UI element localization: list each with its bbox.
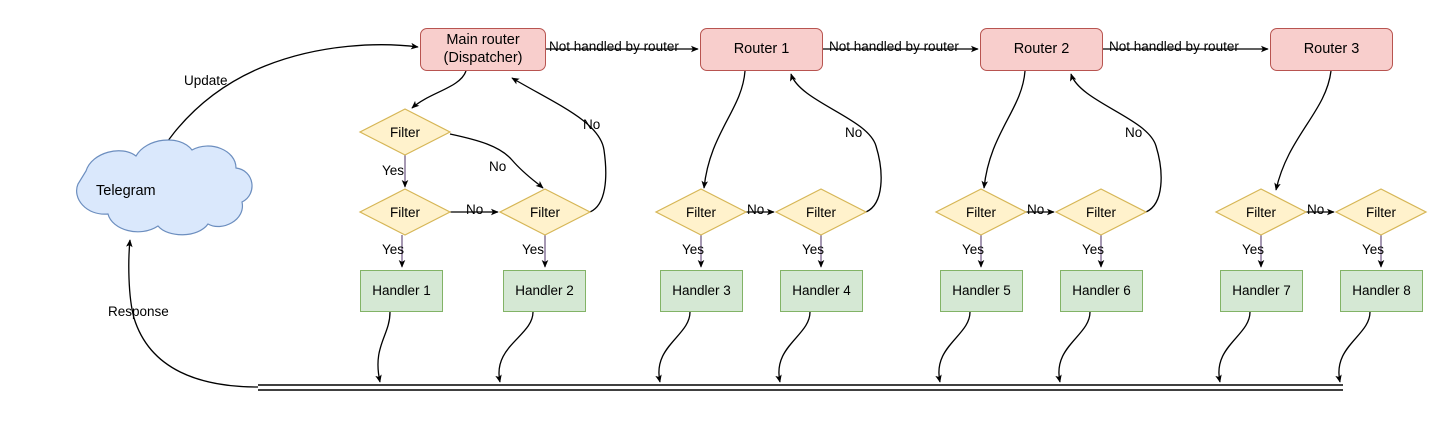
label-no-back-r1: No bbox=[845, 125, 863, 140]
edge-router1-to-filterd bbox=[701, 70, 746, 189]
filter-diamond-filter-c[interactable] bbox=[498, 188, 592, 236]
router-node-main-router[interactable]: Main router(Dispatcher) bbox=[420, 28, 546, 71]
router-node-router-1[interactable]: Router 1 bbox=[700, 28, 823, 71]
label-nhbr-1: Not handled by router bbox=[549, 39, 679, 54]
label-yes-f: Yes bbox=[962, 242, 985, 257]
filter-diamond-filter-h[interactable] bbox=[1214, 188, 1308, 236]
edge-handler1-to-bus bbox=[375, 311, 391, 383]
edge-handler5-to-bus bbox=[935, 311, 971, 383]
label-no-back-r2: No bbox=[1125, 125, 1143, 140]
label-yes-c: Yes bbox=[522, 242, 545, 257]
handler-node-handler-8[interactable]: Handler 8 bbox=[1340, 270, 1423, 312]
handler-node-handler-1[interactable]: Handler 1 bbox=[360, 270, 443, 312]
filter-diamond-filter-f[interactable] bbox=[934, 188, 1028, 236]
filter-diamond-filter-e[interactable] bbox=[774, 188, 868, 236]
handler-node-handler-6[interactable]: Handler 6 bbox=[1060, 270, 1143, 312]
edge-main-to-filter-a bbox=[411, 70, 467, 109]
filter-diamond-filter-a[interactable] bbox=[358, 108, 452, 156]
filter-diamond-filter-b[interactable] bbox=[358, 188, 452, 236]
edge-handler8-to-bus bbox=[1335, 311, 1371, 383]
filter-diamond-filter-g[interactable] bbox=[1054, 188, 1148, 236]
label-yes-h: Yes bbox=[1242, 242, 1265, 257]
filter-diamonds bbox=[358, 108, 1428, 236]
handler-node-handler-3[interactable]: Handler 3 bbox=[660, 270, 743, 312]
label-yes-b: Yes bbox=[382, 242, 405, 257]
label-yes-g: Yes bbox=[1082, 242, 1105, 257]
telegram-cloud-label: Telegram bbox=[96, 183, 156, 199]
label-no-d: No bbox=[747, 202, 765, 217]
edge-handler4-to-bus bbox=[775, 311, 811, 383]
filter-diamond-filter-i[interactable] bbox=[1334, 188, 1428, 236]
label-no-f: No bbox=[1027, 202, 1045, 217]
label-nhbr-2: Not handled by router bbox=[829, 39, 959, 54]
label-no-a: No bbox=[489, 159, 507, 174]
edge-filterc-no-to-main bbox=[511, 77, 607, 213]
router-node-router-2[interactable]: Router 2 bbox=[980, 28, 1103, 71]
handler-node-handler-2[interactable]: Handler 2 bbox=[503, 270, 586, 312]
edge-filtere-no-to-router1 bbox=[790, 73, 882, 213]
filter-diamond-filter-d[interactable] bbox=[654, 188, 748, 236]
edge-handler7-to-bus bbox=[1215, 311, 1251, 383]
label-yes-e: Yes bbox=[802, 242, 825, 257]
label-update: Update bbox=[184, 73, 228, 88]
label-nhbr-3: Not handled by router bbox=[1109, 39, 1239, 54]
label-response: Response bbox=[108, 304, 169, 319]
label-yes-d: Yes bbox=[682, 242, 705, 257]
handler-node-handler-7[interactable]: Handler 7 bbox=[1220, 270, 1303, 312]
label-yes-i: Yes bbox=[1362, 242, 1385, 257]
edge-router2-to-filterf bbox=[981, 70, 1026, 189]
edge-router3-to-filterh bbox=[1274, 70, 1332, 191]
handler-node-handler-5[interactable]: Handler 5 bbox=[940, 270, 1023, 312]
edge-handler2-to-bus bbox=[495, 311, 534, 383]
edge-filterg-no-to-router2 bbox=[1070, 73, 1162, 213]
edge-handler3-to-bus bbox=[655, 311, 691, 383]
telegram-cloud-shape bbox=[76, 139, 253, 236]
edge-response-to-telegram bbox=[126, 239, 259, 388]
router-node-router-3[interactable]: Router 3 bbox=[1270, 28, 1393, 71]
label-no-b: No bbox=[466, 202, 484, 217]
label-yes-a: Yes bbox=[382, 163, 405, 178]
edge-handler6-to-bus bbox=[1055, 311, 1091, 383]
label-no-h: No bbox=[1307, 202, 1325, 217]
handler-node-handler-4[interactable]: Handler 4 bbox=[780, 270, 863, 312]
edge-filtera-no-to-filterc bbox=[449, 133, 544, 189]
label-no-back-main: No bbox=[583, 117, 601, 132]
